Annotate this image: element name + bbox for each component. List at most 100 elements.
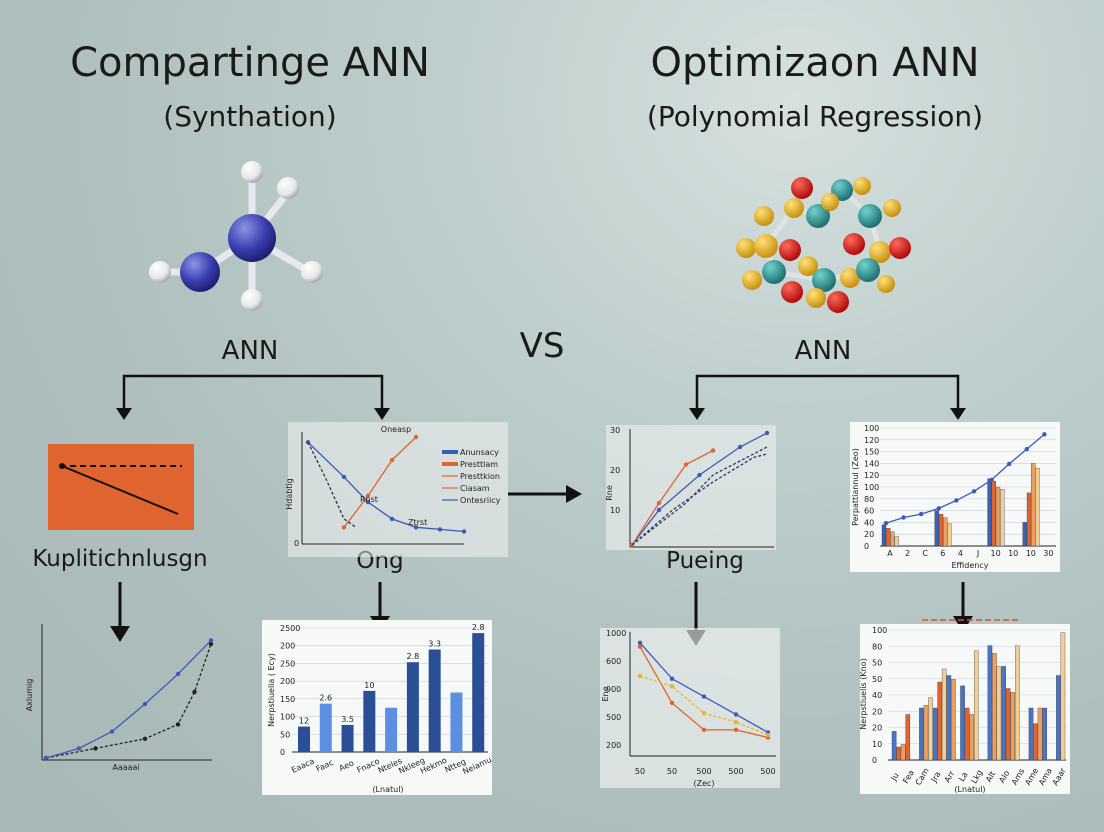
y-tick: 2500: [280, 624, 300, 633]
x-tick: 500: [696, 767, 711, 776]
bar: [995, 486, 1001, 547]
data-point: [43, 755, 49, 761]
legend-entry: Anunsacy: [460, 448, 499, 457]
data-point: [683, 462, 689, 467]
data-point: [936, 506, 941, 511]
molecule-ring-icon: [736, 177, 911, 313]
right-split-arrow: [695, 374, 960, 410]
data-label: 2.6: [319, 694, 332, 703]
label-kuplitichnlusgn: Kuplitichnlusgn: [32, 546, 208, 572]
data-point: [175, 671, 181, 677]
x-tick: 10: [991, 549, 1001, 558]
data-point: [175, 722, 181, 727]
bar: [937, 681, 942, 761]
bar: [385, 707, 398, 752]
series-line: [307, 441, 357, 528]
orange-slope-box: [48, 444, 194, 530]
data-label: 2.8: [472, 623, 485, 632]
data-point: [365, 499, 371, 505]
data-point: [764, 430, 770, 436]
data-label: 10: [364, 681, 374, 690]
x-tick: 6: [940, 549, 945, 558]
x-axis-label: Effidency: [952, 561, 989, 570]
data-point: [697, 472, 702, 478]
y-tick: 40: [864, 518, 874, 527]
bar: [947, 523, 952, 547]
arrow-down-icon: [374, 408, 390, 420]
y-axis-label: Ene: [601, 686, 610, 701]
y-tick: 500: [606, 713, 621, 722]
bar: [943, 517, 948, 547]
data-point: [710, 448, 716, 453]
arrow-right-icon: [566, 485, 582, 503]
data-point: [733, 727, 739, 733]
bar: [319, 703, 332, 752]
y-tick: 100: [872, 626, 887, 635]
bar: [941, 668, 947, 761]
x-tick: J: [976, 549, 979, 558]
data-point: [669, 676, 675, 681]
x-tick: 500: [728, 767, 743, 776]
bar: [969, 714, 974, 761]
y-tick: 20: [610, 466, 620, 475]
arrow-down-icon: [689, 408, 705, 420]
y-tick: 100: [864, 424, 879, 433]
x-tick: 30: [1043, 549, 1053, 558]
data-point: [971, 489, 977, 494]
y-tick: 0: [864, 542, 869, 551]
x-tick: 2: [905, 549, 910, 558]
bar: [1022, 522, 1027, 547]
bar: [1010, 692, 1015, 761]
bar: [992, 653, 997, 761]
y-tick: 60: [864, 507, 874, 516]
data-point: [1042, 432, 1047, 437]
y-axis-label: Hdabtig: [285, 478, 294, 510]
data-point: [142, 736, 148, 741]
bar: [1033, 723, 1038, 761]
bar: [987, 645, 993, 761]
y-tick: 200: [280, 677, 295, 686]
data-point: [1007, 461, 1012, 467]
data-label: 3.3: [428, 640, 441, 649]
legend-entry: Presttkion: [460, 472, 500, 481]
bar: [1028, 707, 1034, 761]
bar: [1031, 463, 1036, 547]
y-tick: 100: [864, 483, 879, 492]
data-point: [389, 516, 395, 522]
series-line: [343, 436, 417, 528]
x-tick: 50: [635, 767, 645, 776]
bar: [1060, 632, 1066, 761]
bar: [964, 707, 970, 761]
x-tick: Ju: [889, 771, 901, 783]
y-axis-label: Axlumig: [25, 679, 34, 712]
bar: [1035, 467, 1040, 547]
bar: [928, 697, 933, 761]
right-ann-label: ANN: [794, 336, 852, 366]
data-point: [919, 511, 924, 517]
x-axis-label: (Lnatul): [372, 785, 403, 794]
bar: [960, 685, 965, 761]
series-line: [45, 639, 212, 759]
x-tick: 10: [1008, 549, 1018, 558]
data-point: [737, 444, 743, 450]
y-tick: 1000: [606, 629, 626, 638]
y-axis-label: Rne: [605, 485, 614, 501]
data-point: [669, 684, 675, 689]
bar: [894, 536, 899, 547]
bar: [991, 480, 996, 547]
data-point: [883, 521, 889, 526]
chart-bar-line: Perpattiannul (Zeo) 10012015014012010080…: [850, 422, 1060, 572]
y-tick: 100: [280, 713, 295, 722]
right-title: Optimizaon ANN: [650, 40, 980, 86]
data-point: [208, 638, 214, 643]
bar: [428, 649, 441, 752]
arrow-down-icon: [116, 408, 132, 420]
data-label: 12: [299, 717, 309, 726]
vs-label: VS: [519, 326, 565, 366]
bar: [932, 707, 938, 761]
data-label: 2.8: [407, 652, 420, 661]
y-tick: 20: [864, 530, 874, 539]
data-point: [437, 527, 443, 532]
data-point: [192, 689, 197, 695]
